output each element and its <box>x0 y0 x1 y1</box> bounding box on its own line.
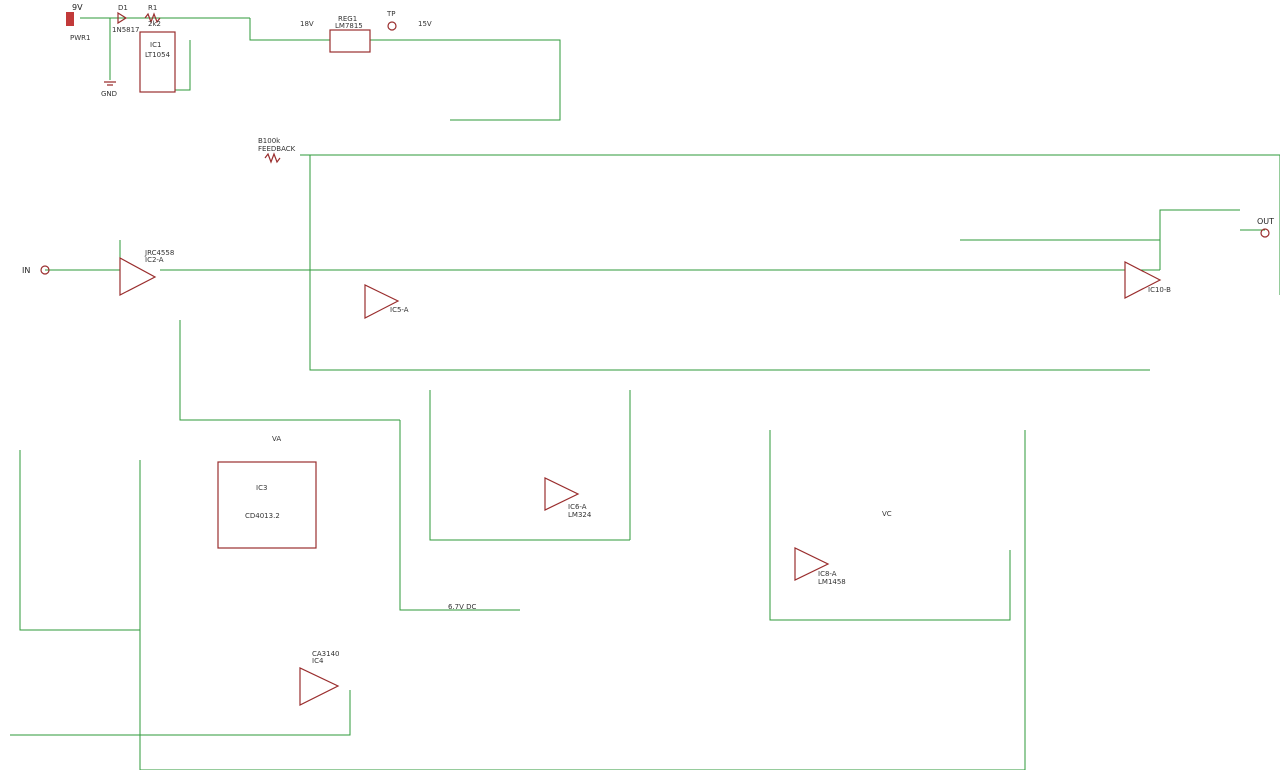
opamp-ic2a <box>119 256 157 296</box>
ic10b-label: IC10-B <box>1148 286 1171 294</box>
wires <box>10 17 1280 770</box>
opamp-ic6a <box>544 477 580 511</box>
output-jack-icon <box>1260 228 1270 238</box>
lfo-section: IC3 CD4013.2 VA IC4 CA3140 <box>217 435 340 706</box>
input-jack-icon <box>40 265 50 275</box>
ic4-label: IC4 <box>312 657 324 665</box>
ic8a-label: IC8-A <box>818 570 837 578</box>
test-point-icon <box>387 21 397 31</box>
dc-label: 6.7V DC <box>448 603 477 611</box>
front-end-section: IN IC2-A JRC4558 B100k FEEDBACK IC5-A IC… <box>22 137 1274 319</box>
opamp-ic8a <box>794 547 830 581</box>
ic6a-label: IC6-A <box>568 503 587 511</box>
ic3-value: CD4013.2 <box>245 512 280 520</box>
ic1-label: IC1 <box>150 41 161 49</box>
gnd-label: GND <box>101 90 117 98</box>
d1-label: D1 <box>118 4 128 12</box>
vc-label: VC <box>882 510 892 518</box>
pwr-label: PWR1 <box>70 34 90 42</box>
diode-d1-icon <box>117 11 128 25</box>
ground-symbols: GND <box>101 81 117 98</box>
out-label: OUT <box>1257 217 1274 226</box>
reg-value: LM7815 <box>335 22 363 30</box>
ground-icon <box>104 81 116 86</box>
ic4-value: CA3140 <box>312 650 340 658</box>
ic3-body <box>217 461 317 549</box>
net18-label: 18V <box>300 20 314 28</box>
r1-value: 2k2 <box>148 20 161 28</box>
net15-label: 15V <box>418 20 432 28</box>
battery-connector-icon <box>66 12 74 26</box>
r1-label: R1 <box>148 4 157 12</box>
va-label: VA <box>272 435 281 443</box>
tp-label: TP <box>386 10 396 18</box>
reg-label: REG1 <box>338 15 357 23</box>
b100k-label: B100k <box>258 137 281 145</box>
ic3-label: IC3 <box>256 484 267 492</box>
ic6-value: LM324 <box>568 511 592 519</box>
ic1-value: LT1054 <box>145 51 171 59</box>
battery-label: 9V <box>72 3 83 12</box>
ic1-body <box>139 31 176 93</box>
feedback-label: FEEDBACK <box>258 145 296 153</box>
feedback-pot-icon <box>264 152 281 164</box>
envelope-section: IC6-A LM324 IC8-A LM1458 VC 6.7V DC <box>448 477 892 611</box>
in-label: IN <box>22 266 30 275</box>
power-section: 9V PWR1 D1 1N5817 R1 2k2 IC1 LT1054 REG1… <box>66 3 432 93</box>
resistor-r1-icon <box>144 12 161 24</box>
d1-value: 1N5817 <box>112 26 140 34</box>
opamp-ic10b <box>1124 261 1162 299</box>
ic2-value: JRC4558 <box>144 249 174 257</box>
opamp-ic5a <box>364 284 400 319</box>
ic8-value: LM1458 <box>818 578 846 586</box>
opamp-ic4 <box>299 667 340 706</box>
ic2a-label: IC2-A <box>145 256 164 264</box>
regulator-body <box>329 29 371 53</box>
ic5a-label: IC5-A <box>390 306 409 314</box>
